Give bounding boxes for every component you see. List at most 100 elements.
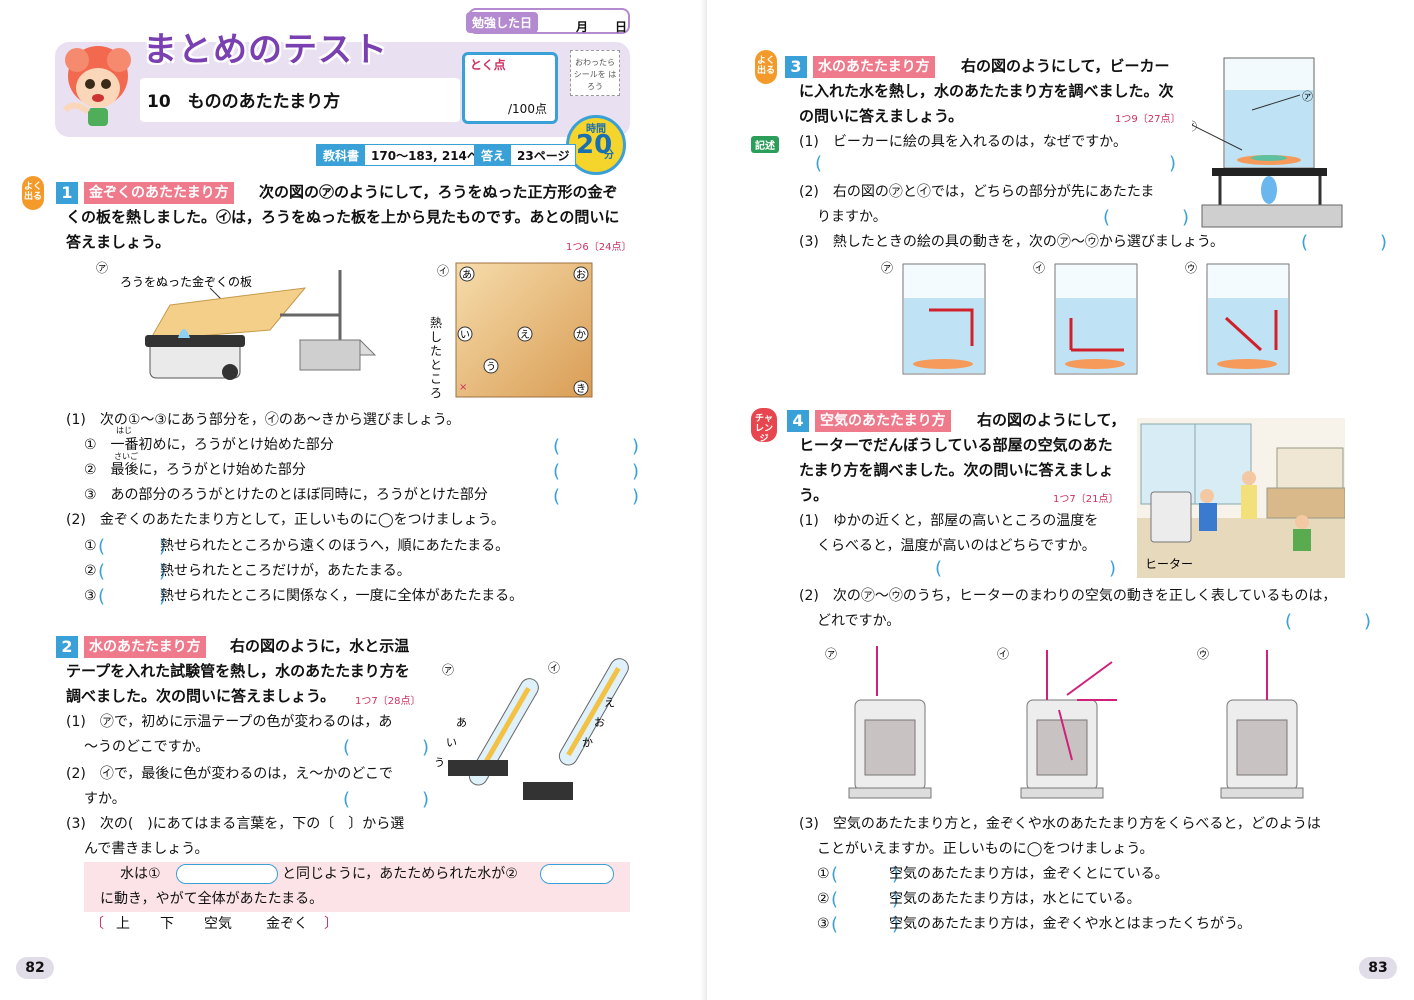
q1-sub1-item-1: ① 一番初めに，ろうがとけ始めた部分 bbox=[84, 437, 334, 453]
air-arrow bbox=[1058, 709, 1073, 761]
q1-sub2-item-2: 熱せられたところだけが，あたたまる。 bbox=[160, 563, 411, 579]
q1-2-check-1[interactable]: ( ) bbox=[98, 536, 167, 557]
q3-option-mark: ㋐ bbox=[881, 261, 893, 275]
q1-ruby-saigo: さいご bbox=[114, 452, 138, 461]
q2-fill-3: に動き，やがて全体があたたまる。 bbox=[100, 891, 324, 907]
q3-option-mark: ㋒ bbox=[1185, 261, 1197, 275]
q2-number: 2 bbox=[56, 636, 78, 658]
heater-base bbox=[1020, 787, 1104, 799]
q4-sub3-num-1: ① bbox=[817, 866, 830, 882]
paint bbox=[913, 359, 973, 369]
q1-sub2-num-2: ② bbox=[84, 563, 97, 579]
score-label: とく点 bbox=[470, 58, 506, 72]
q2-2-answer[interactable]: ( ) bbox=[343, 789, 430, 810]
q1-figure-a: ㋐ ろうをぬった金ぞくの板 bbox=[96, 261, 377, 380]
q4-sub3-item-3: 空気のあたたまり方は，金ぞくや水とはまったくちがう。 bbox=[889, 916, 1252, 932]
q3-option-figures: ㋐ ㋑ ㋒ bbox=[881, 261, 1290, 375]
q4-3-check-3[interactable]: ( ) bbox=[831, 914, 900, 935]
q4-3-check-2[interactable]: ( ) bbox=[831, 889, 900, 910]
q3-sub3: (3) 熱したときの絵の具の動きを，次の㋐～㋒から選びましょう。 bbox=[799, 234, 1224, 250]
plate-mark-あ: あ bbox=[462, 269, 472, 281]
q2-fig-mark-か: か bbox=[582, 736, 593, 749]
q4-sub1-a: (1) ゆかの近くと，部屋の高いところの温度を bbox=[799, 513, 1099, 529]
q2-sub1-a: (1) ㋐で，初めに示温テープの色が変わるのは，あ bbox=[66, 714, 393, 730]
q2-fig-mark-え: え bbox=[604, 696, 615, 709]
q2-fig-mark-お: お bbox=[594, 716, 605, 729]
q1-intro-1: 次の図の㋐のようにして，ろうをぬった正方形の金ぞ bbox=[259, 183, 618, 201]
answer-label: 答え bbox=[475, 145, 512, 165]
q1-heat-point-label: 熱したところ bbox=[430, 316, 443, 400]
q2-fig-mark-い: い bbox=[446, 736, 457, 749]
q1-number: 1 bbox=[56, 182, 78, 204]
q1-sub2-num-1: ① bbox=[84, 538, 97, 554]
q3-fig-mark-a: ㋐ bbox=[1302, 90, 1313, 103]
q2-fill-1: 水は① bbox=[120, 866, 161, 882]
heater-grill bbox=[864, 719, 916, 776]
q2-choice-1: 上 bbox=[116, 916, 130, 932]
q4-sub2-a: (2) 次の㋐～㋒のうち，ヒーターのまわりの空気の動きを正しく表しているものは， bbox=[799, 588, 1337, 604]
paint bbox=[1065, 359, 1125, 369]
q2-choices-close: 〕 bbox=[324, 916, 338, 932]
time-label: 時間 bbox=[586, 124, 606, 135]
plate-mark-circle bbox=[573, 380, 589, 396]
paint bbox=[1217, 359, 1277, 369]
q3-2-answer[interactable]: ( ) bbox=[1103, 207, 1190, 228]
q3-sub2-a: (2) 右の図の㋐と㋑では，どちらの部分が先にあたたま bbox=[799, 184, 1155, 200]
plate-mark-お: お bbox=[576, 269, 586, 281]
q3-option-mark: ㋑ bbox=[1033, 261, 1045, 275]
q4-sub3-item-1: 空気のあたたまり方は，金ぞくとにている。 bbox=[889, 866, 1169, 882]
q4-intro-2: ヒーターでだんぼうしている部屋の空気のあた bbox=[799, 436, 1113, 454]
q3-points: 1つ9〔27点〕 bbox=[1115, 114, 1181, 125]
yokuderu-badge: よく出る bbox=[22, 176, 44, 210]
q4-1-answer-open[interactable]: ( bbox=[935, 558, 943, 579]
q4-number: 4 bbox=[787, 410, 809, 432]
time-unit: 分 bbox=[604, 150, 614, 161]
mascot-image bbox=[62, 46, 131, 126]
air-arrow bbox=[1066, 661, 1113, 696]
q1-sub2-item-1: 熱せられたところから遠くのほうへ，順にあたたまる。 bbox=[160, 538, 510, 554]
flow-arrow bbox=[1069, 318, 1124, 352]
q1-1-answer-2[interactable]: ( ) bbox=[553, 461, 640, 482]
right-page: よく出る 3 水のあたたまり方 右の図のようにして，ビーカー に入れた水を熱し，… bbox=[707, 0, 1414, 1000]
q2-fill-answer-1[interactable] bbox=[176, 864, 278, 884]
month-label: 月 bbox=[576, 20, 589, 34]
q3-1-answer-open[interactable]: ( bbox=[815, 153, 823, 174]
q2-1-answer[interactable]: ( ) bbox=[343, 737, 430, 758]
q4-1-answer-close[interactable]: ) bbox=[1109, 558, 1117, 579]
plate-mark-う: う bbox=[486, 361, 496, 373]
q1-sub1-item-3: ③ あの部分のろうがとけたのとほぼ同時に，ろうがとけた部分 bbox=[84, 487, 488, 503]
plate-mark-circle bbox=[457, 326, 473, 342]
q4-option-mark-1: ㋐ bbox=[825, 647, 837, 661]
flow-arrow bbox=[1224, 310, 1278, 352]
q2-sub2-a: (2) ㋑で，最後に色が変わるのは，え～かのどこで bbox=[66, 766, 393, 782]
q2-intro-1: 右の図のように，水と示温 bbox=[230, 637, 410, 655]
q2-fig-mark-あ: あ bbox=[456, 716, 467, 729]
q3-3-answer[interactable]: ( ) bbox=[1301, 232, 1388, 253]
q2-fill-answer-2[interactable] bbox=[540, 864, 614, 884]
heater-base bbox=[848, 787, 932, 799]
q4-3-check-1[interactable]: ( ) bbox=[831, 864, 900, 885]
q1-sub2: (2) 金ぞくのあたたまり方として，正しいものに◯をつけましょう。 bbox=[66, 512, 505, 528]
q4-2-answer[interactable]: ( ) bbox=[1285, 611, 1372, 632]
kijutsu-badge: 記述 bbox=[751, 136, 779, 153]
q1-2-check-3[interactable]: ( ) bbox=[98, 586, 167, 607]
q1-2-check-2[interactable]: ( ) bbox=[98, 561, 167, 582]
q1-1-answer-1[interactable]: ( ) bbox=[553, 436, 640, 457]
plate-mark-circle bbox=[517, 326, 533, 342]
q1-sub2-num-3: ③ bbox=[84, 588, 97, 604]
q3-1-answer-close[interactable]: ) bbox=[1169, 153, 1177, 174]
q3-sub2-b: りますか。 bbox=[817, 209, 887, 225]
q2-intro-2: テープを入れた試験管を熱し，水のあたたまり方を bbox=[66, 662, 410, 680]
plate-mark-circle bbox=[573, 326, 589, 342]
q4-room-figure: ヒーター bbox=[1137, 418, 1345, 578]
svg-text:×: × bbox=[459, 382, 467, 393]
heater-label: ヒーター bbox=[1145, 557, 1193, 571]
q1-sub2-item-3: 熱せられたところに関係なく，一度に全体があたたまる。 bbox=[160, 588, 524, 604]
q2-fig-mark-a: ㋐ bbox=[442, 663, 454, 677]
plate-mark-き: き bbox=[576, 383, 586, 395]
textbook-pages: 170～183, 214ページ bbox=[371, 149, 503, 163]
q4-sub2-b: どれですか。 bbox=[817, 613, 901, 629]
plate-mark-え: え bbox=[520, 329, 530, 341]
q1-1-answer-3[interactable]: ( ) bbox=[553, 486, 640, 507]
